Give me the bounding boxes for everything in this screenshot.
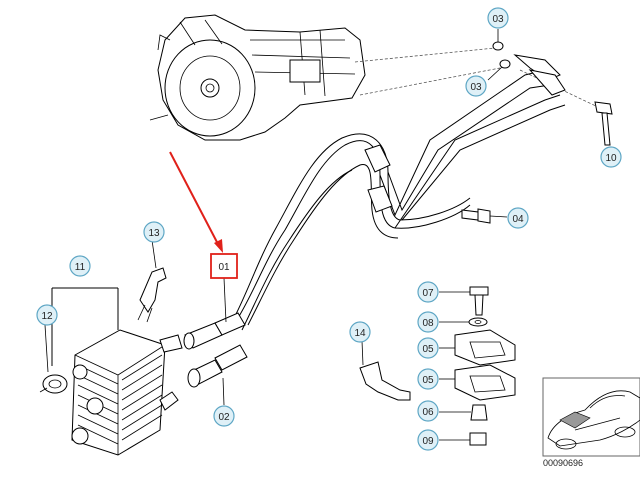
clip-05a	[454, 329, 516, 366]
clip-05b	[454, 364, 516, 401]
seal-ring	[499, 59, 511, 69]
callout-04[interactable]: 04	[507, 207, 529, 229]
bolt-07	[469, 286, 489, 316]
callout-05a[interactable]: 05	[417, 337, 439, 359]
seal-ring	[492, 41, 504, 51]
callout-05b[interactable]: 05	[417, 368, 439, 390]
transmission	[149, 14, 366, 141]
svg-text:02: 02	[218, 412, 230, 423]
callout-01-label[interactable]: 01	[218, 262, 230, 273]
callout-03a[interactable]: 03	[487, 7, 509, 29]
svg-text:04: 04	[512, 214, 524, 225]
car-thumbnail	[542, 377, 640, 457]
leader-11	[51, 287, 119, 366]
svg-text:07: 07	[422, 288, 434, 299]
bracket-14	[359, 361, 411, 401]
bracket-13	[137, 267, 167, 323]
oil-cooler	[71, 329, 183, 456]
ref-line	[354, 47, 496, 63]
highlight-arrow	[169, 151, 223, 253]
washer-08	[468, 317, 488, 327]
svg-text:03: 03	[470, 82, 482, 93]
nut-06	[470, 404, 488, 421]
callout-09[interactable]: 09	[417, 429, 439, 451]
svg-text:09: 09	[422, 436, 434, 447]
cooler-lines	[231, 54, 566, 331]
callout-07[interactable]: 07	[417, 281, 439, 303]
callout-03b[interactable]: 03	[465, 75, 487, 97]
callout-12[interactable]: 12	[36, 304, 58, 326]
svg-text:11: 11	[75, 262, 86, 273]
callout-06[interactable]: 06	[417, 400, 439, 422]
svg-text:03: 03	[492, 14, 504, 25]
nut-09	[469, 432, 487, 446]
svg-text:10: 10	[605, 153, 617, 164]
bolt-10	[594, 101, 613, 146]
diagram-code: 00090696	[543, 458, 583, 468]
svg-text:08: 08	[422, 318, 434, 329]
seal-ring-12	[42, 374, 68, 394]
svg-text:05: 05	[422, 344, 434, 355]
callout-08[interactable]: 08	[417, 311, 439, 333]
svg-text:13: 13	[148, 228, 160, 239]
callout-10[interactable]: 10	[600, 146, 622, 168]
callout-02[interactable]: 02	[213, 405, 235, 427]
hose-fittings	[183, 312, 248, 388]
callout-13[interactable]: 13	[143, 221, 165, 243]
callout-14[interactable]: 14	[349, 321, 371, 343]
bolt-04	[461, 208, 491, 224]
svg-text:06: 06	[422, 407, 434, 418]
callout-11[interactable]: 11	[69, 255, 91, 277]
svg-text:14: 14	[354, 328, 366, 339]
svg-text:12: 12	[41, 311, 53, 322]
highlight-box	[210, 253, 238, 279]
ref-line	[359, 67, 501, 96]
svg-text:05: 05	[422, 375, 434, 386]
